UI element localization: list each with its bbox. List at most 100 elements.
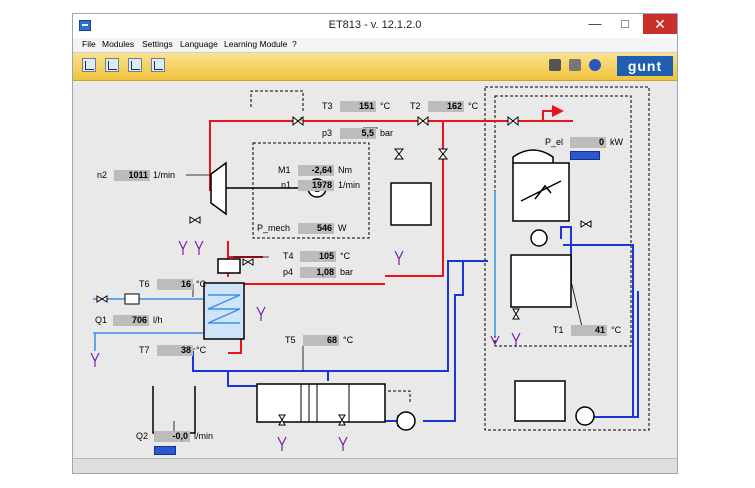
drain-icon xyxy=(338,436,348,451)
t4-label: T4 xyxy=(283,251,294,261)
title-bar: ET813 - v. 12.1.2.0 — □ ✕ xyxy=(73,14,677,38)
control-line xyxy=(250,90,304,111)
m1-value: -2,64 xyxy=(298,165,334,176)
p3-label: p3 xyxy=(322,128,333,138)
valve-icon[interactable] xyxy=(437,148,449,160)
edit-chart-icon[interactable] xyxy=(105,58,119,72)
valve-icon[interactable] xyxy=(278,414,286,426)
valve-icon[interactable] xyxy=(507,115,519,127)
feedwater-line xyxy=(423,261,464,422)
n2-unit: 1/min xyxy=(153,170,176,180)
valve-icon[interactable] xyxy=(189,216,201,224)
tree-icon[interactable] xyxy=(549,59,561,71)
turbine-icon xyxy=(210,161,227,216)
t5-value: 68 xyxy=(303,335,339,346)
p-el-unit: kW xyxy=(610,137,623,147)
menu-learning-module[interactable]: Learning Module xyxy=(224,39,288,49)
chart-icon[interactable] xyxy=(82,58,96,72)
plot-icon[interactable] xyxy=(151,58,165,72)
drain-icon xyxy=(194,240,204,255)
p4-label: p4 xyxy=(283,267,294,277)
t3-unit: °C xyxy=(380,101,391,111)
t2-label: T2 xyxy=(410,101,421,111)
export-chart-icon[interactable] xyxy=(128,58,142,72)
t5-unit: °C xyxy=(343,335,354,345)
app-icon xyxy=(79,20,91,31)
window-title: ET813 - v. 12.1.2.0 xyxy=(328,19,422,31)
q1-unit: l/h xyxy=(153,315,163,325)
print-icon[interactable] xyxy=(569,59,581,71)
q1-value: 706 xyxy=(113,315,149,326)
valve-icon[interactable] xyxy=(242,258,254,266)
p-mech-value: 546 xyxy=(298,223,334,234)
feed-pump-icon xyxy=(396,411,416,431)
valve-icon[interactable] xyxy=(292,115,304,127)
feed-tank xyxy=(256,383,386,423)
p4-value: 1,08 xyxy=(300,267,336,278)
p-el-value: 0 xyxy=(570,137,606,148)
close-button[interactable]: ✕ xyxy=(643,14,677,34)
help-icon[interactable] xyxy=(589,59,601,71)
separator-vessel xyxy=(217,258,241,274)
n2-value: 1011 xyxy=(114,170,150,181)
t2-value: 162 xyxy=(428,101,464,112)
n1-label: n1 xyxy=(281,180,292,190)
p-el-setpoint-bar[interactable] xyxy=(570,151,600,160)
n1-unit: 1/min xyxy=(338,180,361,190)
valve-icon[interactable] xyxy=(338,414,346,426)
valve-icon[interactable] xyxy=(393,148,405,160)
gunt-logo: gunt xyxy=(617,56,673,76)
circulation-pump-icon xyxy=(530,229,548,247)
flowmeter-q1-icon xyxy=(124,293,140,305)
maximize-button[interactable]: □ xyxy=(621,16,629,31)
m1-unit: Nm xyxy=(338,165,352,175)
n2-label: n2 xyxy=(97,170,108,180)
steam-line-main xyxy=(209,120,573,137)
cooling-supply xyxy=(192,260,488,372)
t3-value: 151 xyxy=(340,101,376,112)
drain-icon xyxy=(394,250,404,265)
valve-icon[interactable] xyxy=(96,295,108,303)
q2-label: Q2 xyxy=(136,431,149,441)
boiler-unit-frame xyxy=(484,86,650,431)
p3-unit: bar xyxy=(380,128,394,138)
valve-icon[interactable] xyxy=(417,115,429,127)
menu-settings[interactable]: Settings xyxy=(142,39,173,49)
toolbar: gunt xyxy=(73,53,677,81)
q2-unit: l/min xyxy=(194,431,214,441)
drain-icon xyxy=(490,335,500,346)
t7-label: T7 xyxy=(139,345,150,355)
valve-icon[interactable] xyxy=(580,220,592,228)
menu-language[interactable]: Language xyxy=(180,39,218,49)
menu-help[interactable]: ? xyxy=(292,39,297,49)
t7-value: 38 xyxy=(157,345,193,356)
menu-modules[interactable]: Modules xyxy=(102,39,135,49)
drain-icon xyxy=(178,240,188,255)
makeup-pump-icon xyxy=(575,406,595,426)
t6-unit: °C xyxy=(196,279,207,289)
t1-unit: °C xyxy=(611,325,622,335)
turbine-panel xyxy=(252,142,370,239)
t3-label: T3 xyxy=(322,101,333,111)
t4-unit: °C xyxy=(340,251,351,261)
t6-label: T6 xyxy=(139,279,150,289)
p4-unit: bar xyxy=(340,267,354,277)
p-mech-unit: W xyxy=(338,223,347,233)
t1-label: T1 xyxy=(553,325,564,335)
condenser-icon xyxy=(203,282,245,340)
status-bar xyxy=(73,458,677,473)
application-window: ET813 - v. 12.1.2.0 — □ ✕ File Modules S… xyxy=(72,13,678,474)
t4-value: 105 xyxy=(300,251,336,262)
steam-drum xyxy=(390,182,432,226)
p-el-label: P_el xyxy=(545,137,564,147)
control-line-2 xyxy=(388,390,411,403)
minimize-button[interactable]: — xyxy=(588,16,602,31)
m1-label: M1 xyxy=(278,165,291,175)
process-diagram: G xyxy=(73,81,677,460)
menu-file[interactable]: File xyxy=(82,39,96,49)
p-mech-label: P_mech xyxy=(257,223,291,233)
valve-icon[interactable] xyxy=(512,308,520,320)
t6-value: 16 xyxy=(157,279,193,290)
drain-icon xyxy=(277,436,287,451)
q2-setpoint-bar[interactable] xyxy=(154,446,176,455)
